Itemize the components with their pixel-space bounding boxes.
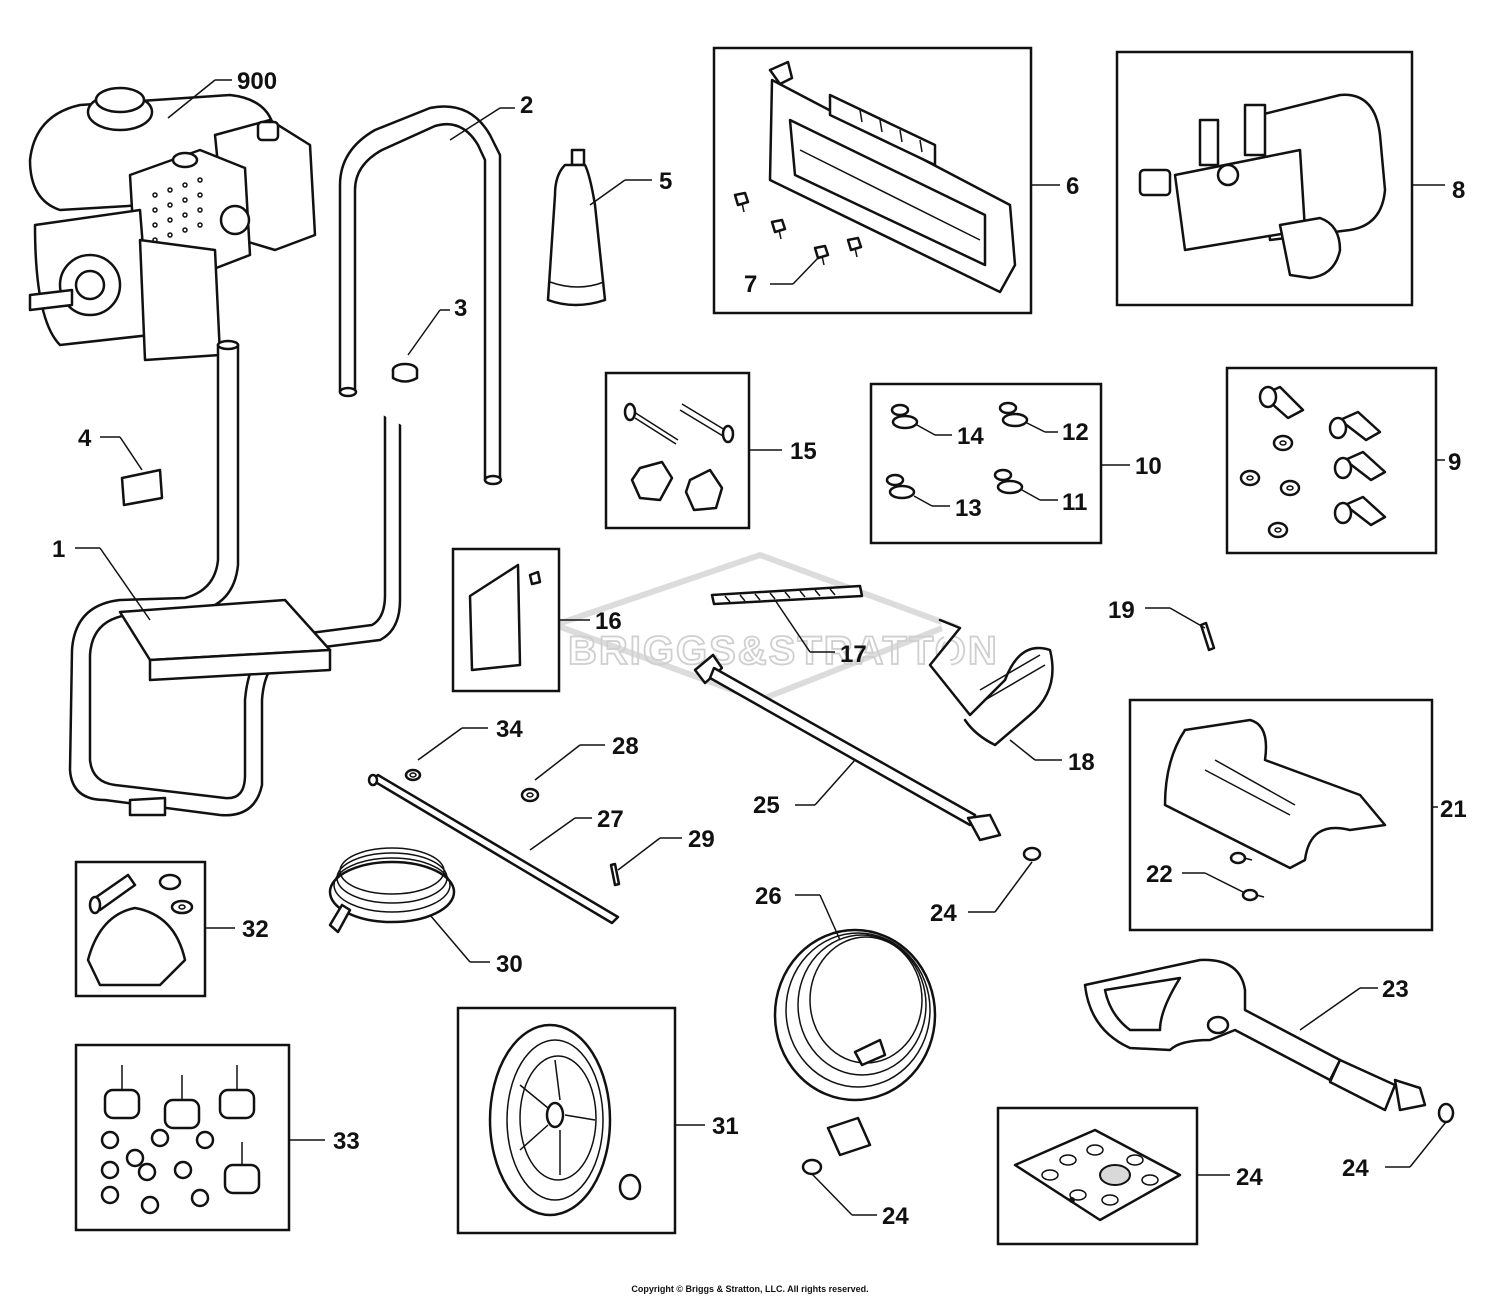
holder-18[interactable] (928, 618, 1054, 747)
hardware-kit-box (1225, 366, 1438, 555)
high-pressure-hose-26[interactable] (773, 928, 937, 1157)
screw-22[interactable] (1229, 851, 1265, 902)
screw-11[interactable] (993, 468, 1024, 495)
screw-14[interactable] (890, 403, 919, 430)
callout-25: 25 (753, 792, 780, 819)
screw-12[interactable] (998, 401, 1029, 428)
callout-28: 28 (612, 733, 639, 760)
callout-24-kit: 24 (1236, 1164, 1263, 1191)
soap-bottle-5[interactable] (546, 148, 607, 307)
engine-900[interactable] (28, 86, 317, 362)
callout-8: 8 (1452, 177, 1465, 204)
callout-24-wand: 24 (930, 900, 957, 927)
callout-19: 19 (1108, 597, 1135, 624)
copyright-notice: Copyright © Briggs & Stratton, LLC. All … (631, 1284, 869, 1294)
callout-1: 1 (52, 536, 65, 563)
housing-6[interactable] (768, 60, 1017, 294)
callout-4: 4 (78, 425, 92, 452)
decal-4[interactable] (120, 468, 164, 507)
wand-25[interactable] (693, 653, 1002, 842)
o-ring-24-wand[interactable] (1022, 846, 1042, 862)
pin-29[interactable] (609, 862, 621, 887)
callout-11: 11 (1062, 489, 1087, 516)
spacer-34[interactable] (404, 768, 422, 782)
callout-15: 15 (790, 438, 817, 465)
frame-1[interactable] (68, 339, 403, 817)
plate-16[interactable] (468, 563, 542, 672)
callout-31: 31 (712, 1113, 739, 1140)
pump-8[interactable] (1138, 93, 1387, 280)
strap-17[interactable] (710, 584, 864, 606)
callout-5: 5 (659, 168, 672, 195)
callout-10: 10 (1135, 453, 1162, 480)
washer-28[interactable] (520, 787, 540, 803)
callout-24-gun: 24 (1342, 1155, 1369, 1182)
o-ring-kit-24[interactable] (1013, 1128, 1182, 1222)
siphon-hose-30[interactable] (328, 847, 456, 934)
callout-26: 26 (755, 883, 782, 910)
callout-900: 900 (237, 68, 277, 95)
screw-kit-box (869, 382, 1103, 545)
callout-29: 29 (688, 826, 715, 853)
handle-cover-21[interactable] (1163, 718, 1387, 870)
callout-16: 16 (595, 608, 622, 635)
callout-6: 6 (1066, 173, 1079, 200)
callout-14: 14 (957, 423, 984, 450)
callout-24-hose: 24 (882, 1203, 909, 1230)
watermark-text: BRIGGS&STRATTON (568, 629, 999, 673)
o-ring-24-gun[interactable] (1437, 1102, 1455, 1124)
callout-12: 12 (1062, 419, 1089, 446)
axle-27[interactable] (367, 773, 620, 925)
callout-30: 30 (496, 951, 523, 978)
screw-13[interactable] (885, 473, 916, 500)
callout-34: 34 (496, 716, 523, 743)
wheel-31[interactable] (488, 1023, 642, 1217)
callout-21: 21 (1440, 796, 1467, 823)
hardware-kit-9[interactable] (1239, 385, 1387, 539)
callout-32: 32 (242, 916, 269, 943)
callout-7: 7 (744, 271, 757, 298)
screw-7[interactable] (733, 191, 863, 266)
callout-18: 18 (1068, 749, 1095, 776)
mount-kit-33[interactable] (100, 1065, 261, 1215)
pin-19[interactable] (1199, 621, 1216, 652)
callout-3: 3 (454, 295, 467, 322)
callout-2: 2 (520, 92, 533, 119)
handle-2[interactable] (338, 105, 503, 486)
callout-27: 27 (597, 806, 624, 833)
bolt-kit-15[interactable] (623, 402, 735, 512)
callout-22: 22 (1146, 861, 1173, 888)
callout-33: 33 (333, 1128, 360, 1155)
callout-23: 23 (1382, 976, 1409, 1003)
cap-3[interactable] (391, 362, 419, 383)
bolt-kit-box (604, 371, 751, 530)
callout-17: 17 (840, 641, 867, 668)
foot-kit-32[interactable] (86, 873, 194, 987)
spray-gun-23[interactable] (1083, 958, 1427, 1112)
callout-9: 9 (1448, 449, 1461, 476)
o-ring-24-hose[interactable] (801, 1158, 823, 1176)
callout-13: 13 (955, 495, 982, 522)
